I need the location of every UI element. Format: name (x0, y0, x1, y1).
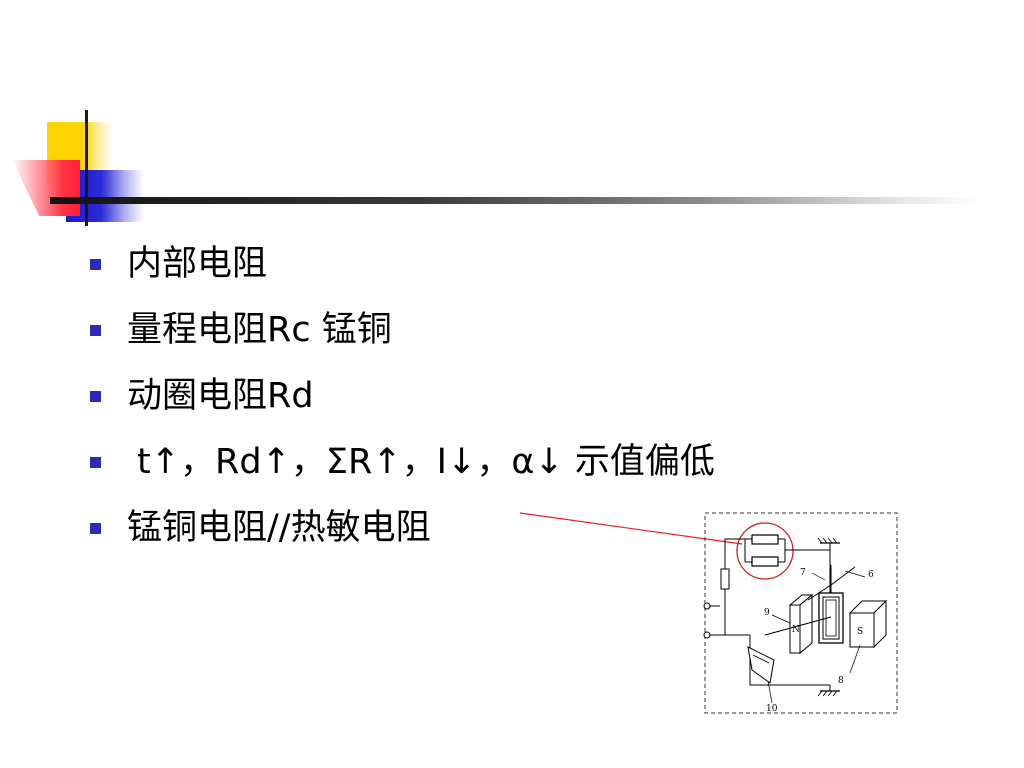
title-rule (50, 197, 980, 204)
scale-plate (747, 646, 775, 684)
bullet-text: 内部电阻 (127, 244, 268, 284)
terminal-minus (703, 631, 711, 639)
label-7: 7 (800, 568, 806, 578)
label-10: 10 (766, 704, 778, 714)
thermistor-resistor (751, 556, 779, 567)
title-decoration (0, 0, 1024, 240)
label-9: 9 (764, 608, 770, 618)
bullet-marker (90, 325, 101, 336)
series-resistor (720, 568, 730, 590)
terminal-plus (703, 602, 711, 610)
bullet-text: t↑，Rd↑，ΣR↑，I↓，α↓ 示值偏低 (137, 442, 715, 482)
magnet-n (789, 604, 801, 654)
bullet-marker (90, 259, 101, 270)
bullet-text: 锰铜电阻//热敏电阻 (127, 508, 431, 548)
label-6: 6 (868, 570, 874, 580)
label-8: 8 (838, 676, 844, 686)
manganin-resistor (751, 534, 779, 545)
bullet-marker (90, 523, 101, 534)
magnet-s (849, 612, 875, 648)
bullet-marker (90, 457, 101, 468)
bullet-marker (90, 391, 101, 402)
bullet-text: 动圈电阻Rd (127, 376, 314, 416)
moving-coil-meter-diagram: N S 6 7 8 9 10 (703, 512, 898, 714)
red-square-decoration (12, 160, 80, 216)
vertical-rule (85, 110, 88, 226)
highlight-circle (736, 522, 794, 580)
magnet-s-label: S (857, 627, 863, 637)
bullet-text: 量程电阻Rc 锰铜 (127, 310, 392, 350)
magnet-n-label: N (792, 625, 800, 635)
